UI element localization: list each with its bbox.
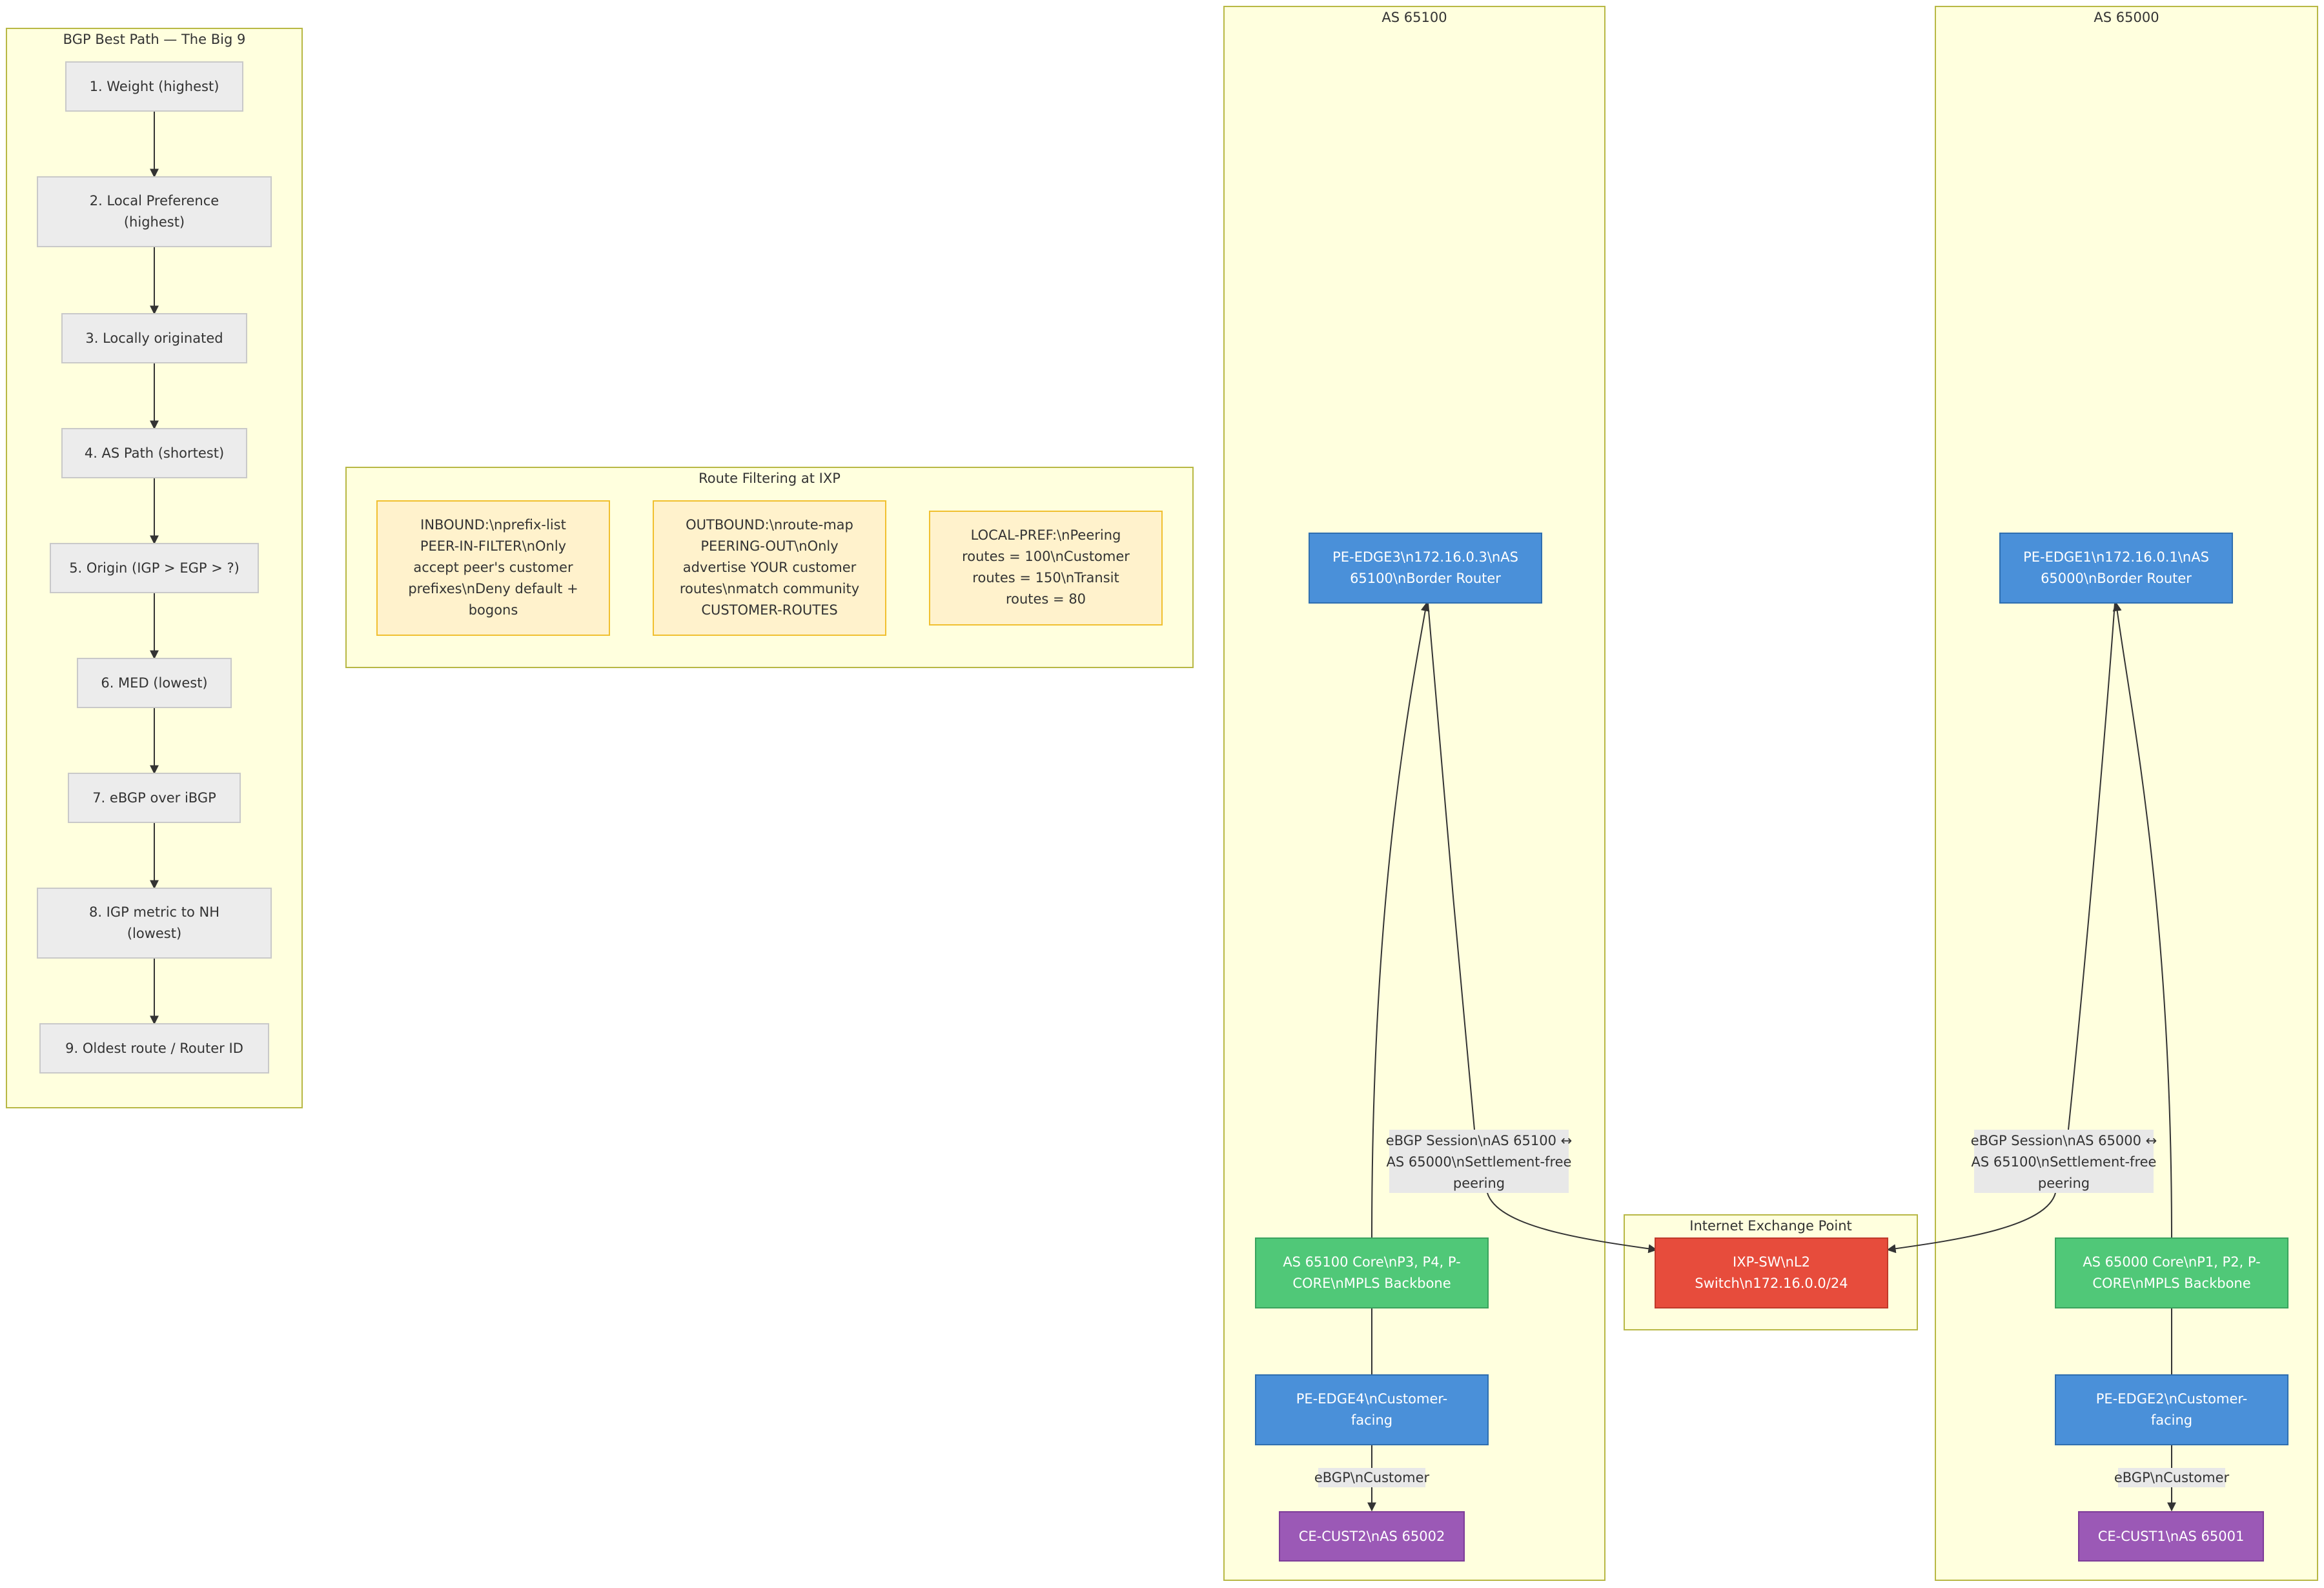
step-4-label: 4. AS Path (shortest) <box>85 445 224 461</box>
localpref-note: LOCAL-PREF:\nPeering routes = 100\nCusto… <box>929 511 1163 626</box>
cust-left-label: eBGP\nCustomer <box>1314 1470 1430 1485</box>
step-2-label-line2: (highest) <box>124 214 185 230</box>
localpref-line-3: routes = 150\nTransit <box>972 570 1119 585</box>
ixp-sw-line-1: IXP-SW\nL2 <box>1733 1254 1810 1270</box>
edge-label-cust-left: eBGP\nCustomer <box>1314 1468 1430 1487</box>
step-2-node: 2. Local Preference (highest) <box>37 176 272 247</box>
step-3-label: 3. Locally originated <box>85 331 223 346</box>
pe-edge3-router: PE-EDGE3\n172.16.0.3\nAS 65100\nBorder R… <box>1309 533 1542 604</box>
edge-label-cust-right: eBGP\nCustomer <box>2114 1468 2230 1487</box>
edge-core65000-to-pe-edge1 <box>2112 602 2172 1239</box>
edge-label-session-right: eBGP Session\nAS 65000 ↔ AS 65100\nSettl… <box>1971 1130 2157 1193</box>
edge-session-left-to-ixp <box>1487 1192 1658 1254</box>
pe-edge3-line-2: 65100\nBorder Router <box>1350 571 1501 586</box>
network-edges <box>1367 602 2176 1512</box>
core65000-line-1: AS 65000 Core\nP1, P2, P- <box>2083 1254 2260 1270</box>
session-right-line-1: eBGP Session\nAS 65000 ↔ <box>1971 1133 2157 1148</box>
pe-edge2-router: PE-EDGE2\nCustomer- facing <box>2055 1374 2288 1445</box>
pe-edge4-line-2: facing <box>1351 1412 1392 1428</box>
edge-session-right-up <box>2068 602 2115 1130</box>
outbound-line-2: PEERING-OUT\nOnly <box>700 538 838 554</box>
step-6-label: 6. MED (lowest) <box>101 675 207 691</box>
inbound-line-5: bogons <box>469 602 518 618</box>
outbound-filter-note: OUTBOUND:\nroute-map PEERING-OUT\nOnly a… <box>653 500 886 636</box>
pe-edge3-line-1: PE-EDGE3\n172.16.0.3\nAS <box>1332 549 1518 565</box>
cluster-title-as65100: AS 65100 <box>1381 10 1447 25</box>
outbound-line-3: advertise YOUR customer <box>683 560 857 575</box>
edge-session-right-to-ixp <box>1886 1192 2056 1254</box>
step-1-label: 1. Weight (highest) <box>90 79 219 94</box>
step-2-label-line1: 2. Local Preference <box>90 193 219 209</box>
cluster-as65000: AS 65000 <box>1935 6 2318 1581</box>
cluster-as65100: AS 65100 <box>1223 6 1605 1581</box>
step-7-node: 7. eBGP over iBGP <box>68 773 241 823</box>
step-1-node: 1. Weight (highest) <box>65 61 243 112</box>
core65100-line-1: AS 65100 Core\nP3, P4, P- <box>1283 1254 1460 1270</box>
session-left-line-3: peering <box>1453 1176 1505 1191</box>
step-4-node: 4. AS Path (shortest) <box>61 428 247 478</box>
step-7-label: 7. eBGP over iBGP <box>92 790 216 806</box>
inbound-line-4: prefixes\nDeny default + <box>408 581 578 596</box>
ce-cust1-router: CE-CUST1\nAS 65001 <box>2078 1511 2264 1562</box>
session-left-line-2: AS 65000\nSettlement-free <box>1387 1154 1572 1170</box>
session-right-line-3: peering <box>2038 1176 2090 1191</box>
pe-edge2-line-2: facing <box>2151 1412 2192 1428</box>
step-6-node: 6. MED (lowest) <box>77 658 232 708</box>
ce-cust2-label: CE-CUST2\nAS 65002 <box>1299 1529 1445 1544</box>
localpref-line-4: routes = 80 <box>1006 591 1086 607</box>
step-8-label-line1: 8. IGP metric to NH <box>89 904 219 920</box>
cluster-title-ixp: Internet Exchange Point <box>1689 1218 1852 1234</box>
localpref-line-1: LOCAL-PREF:\nPeering <box>971 527 1121 543</box>
pe-edge4-line-1: PE-EDGE4\nCustomer- <box>1296 1391 1447 1407</box>
pe-edge4-router: PE-EDGE4\nCustomer- facing <box>1255 1374 1489 1445</box>
cluster-title-as65000: AS 65000 <box>2094 10 2159 25</box>
step-3-node: 3. Locally originated <box>61 313 247 363</box>
step-9-label: 9. Oldest route / Router ID <box>65 1041 243 1056</box>
localpref-line-2: routes = 100\nCustomer <box>962 549 1130 564</box>
session-left-line-1: eBGP Session\nAS 65100 ↔ <box>1386 1133 1573 1148</box>
cluster-title-bgp-best-path: BGP Best Path — The Big 9 <box>63 32 246 47</box>
core65000-line-2: CORE\nMPLS Backbone <box>2092 1276 2250 1291</box>
core65100-line-2: CORE\nMPLS Backbone <box>1292 1276 1451 1291</box>
ixp-sw-line-2: Switch\n172.16.0.0/24 <box>1695 1276 1848 1291</box>
pe-edge1-line-1: PE-EDGE1\n172.16.0.1\nAS <box>2023 549 2209 565</box>
session-right-line-2: AS 65100\nSettlement-free <box>1972 1154 2157 1170</box>
inbound-line-2: PEER-IN-FILTER\nOnly <box>420 538 566 554</box>
step-5-node: 5. Origin (IGP > EGP > ?) <box>50 543 259 593</box>
step-8-label-line2: (lowest) <box>127 926 181 941</box>
ce-cust2-router: CE-CUST2\nAS 65002 <box>1279 1511 1465 1562</box>
cluster-title-route-filtering: Route Filtering at IXP <box>698 471 841 486</box>
ixp-switch: IXP-SW\nL2 Switch\n172.16.0.0/24 <box>1655 1237 1888 1308</box>
inbound-filter-note: INBOUND:\nprefix-list PEER-IN-FILTER\nOn… <box>376 500 610 636</box>
outbound-line-5: CUSTOMER-ROUTES <box>701 602 837 618</box>
edge-label-session-left: eBGP Session\nAS 65100 ↔ AS 65000\nSettl… <box>1386 1130 1573 1193</box>
edge-core65100-to-pe-edge3 <box>1371 602 1430 1239</box>
outbound-line-4: routes\nmatch community <box>680 581 859 596</box>
edge-session-left-up <box>1427 602 1475 1130</box>
step-9-node: 9. Oldest route / Router ID <box>39 1023 269 1074</box>
inbound-line-1: INBOUND:\nprefix-list <box>420 517 566 533</box>
cust-right-label: eBGP\nCustomer <box>2114 1470 2230 1485</box>
core-as65000: AS 65000 Core\nP1, P2, P- CORE\nMPLS Bac… <box>2055 1237 2288 1308</box>
pe-edge1-router: PE-EDGE1\n172.16.0.1\nAS 65000\nBorder R… <box>1999 533 2233 604</box>
inbound-line-3: accept peer's customer <box>413 560 573 575</box>
step-5-label: 5. Origin (IGP > EGP > ?) <box>69 560 240 576</box>
step-8-node: 8. IGP metric to NH (lowest) <box>37 888 272 959</box>
ce-cust1-label: CE-CUST1\nAS 65001 <box>2098 1529 2245 1544</box>
pe-edge1-line-2: 65000\nBorder Router <box>2041 571 2192 586</box>
pe-edge2-line-1: PE-EDGE2\nCustomer- <box>2096 1391 2247 1407</box>
outbound-line-1: OUTBOUND:\nroute-map <box>686 517 853 533</box>
core-as65100: AS 65100 Core\nP3, P4, P- CORE\nMPLS Bac… <box>1255 1237 1489 1308</box>
